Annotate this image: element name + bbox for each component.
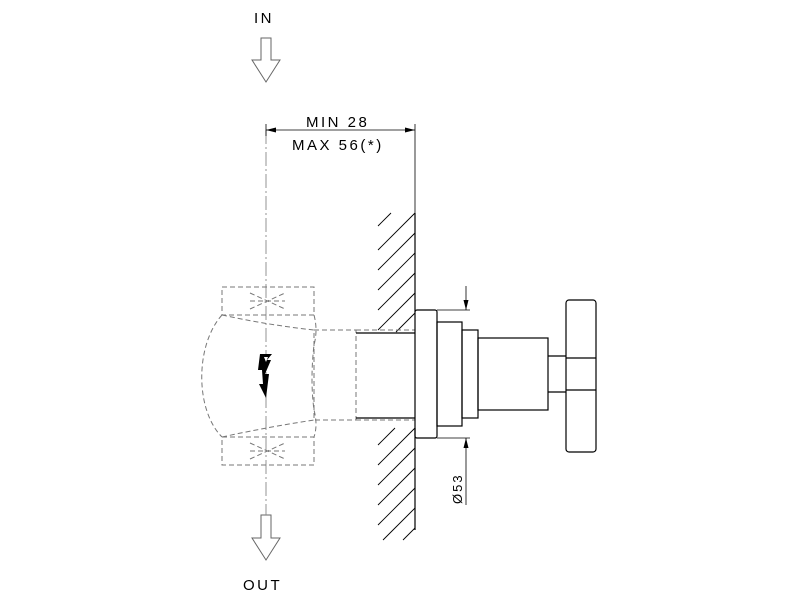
depth-max-label: MAX 56(*)	[292, 137, 384, 154]
diameter-label: Ø53	[450, 473, 465, 504]
cross-handle-icon	[565, 299, 597, 453]
flow-direction-icon	[258, 354, 272, 398]
diameter-dimension	[437, 286, 470, 505]
depth-min-label: MIN 28	[306, 114, 369, 131]
inlet-arrow-icon	[251, 37, 281, 83]
handle-shank	[477, 337, 566, 411]
outlet-arrow-icon	[251, 514, 281, 561]
inlet-label: IN	[254, 10, 274, 27]
depth-dimension	[265, 124, 416, 214]
valve-stem	[356, 332, 415, 419]
cover-plate	[414, 309, 479, 439]
concealed-valve-body	[201, 286, 415, 466]
wall-section	[377, 212, 416, 541]
outlet-label: OUT	[243, 577, 282, 594]
